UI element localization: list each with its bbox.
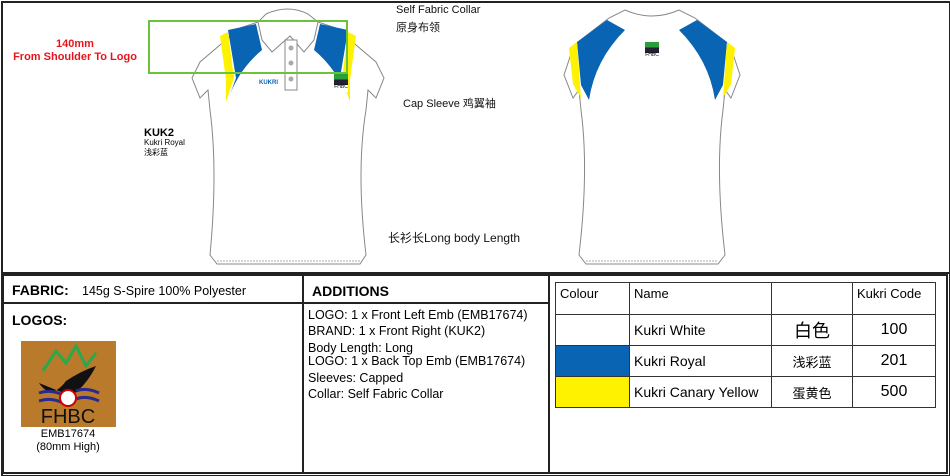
colour-name: Kukri Canary Yellow bbox=[629, 376, 772, 408]
body-length-label: 长衫长Long body Length bbox=[388, 231, 521, 245]
colour-code: 100 bbox=[852, 314, 936, 346]
logo-distance-desc: From Shoulder To Logo bbox=[13, 51, 137, 63]
colour-name: Kukri White bbox=[629, 314, 772, 346]
brand-colour-cn: 浅彩蓝 bbox=[144, 148, 168, 157]
section-divider bbox=[1, 272, 949, 274]
addition-item: Body Length: Long bbox=[308, 341, 413, 355]
colour-swatch-white bbox=[555, 314, 630, 346]
brand-code: KUK2 bbox=[144, 127, 174, 139]
colour-name: Kukri Royal bbox=[629, 345, 772, 377]
brand-colour: Kukri Royal bbox=[144, 138, 185, 147]
colour-name-cn: 白色 bbox=[771, 314, 853, 346]
colours-panel bbox=[548, 274, 948, 474]
header-cn bbox=[771, 282, 853, 315]
header-code: Kukri Code bbox=[852, 282, 936, 315]
logos-panel: LOGOS: FHBC EMB17674 (80mm High) bbox=[2, 302, 304, 474]
colour-swatch-royal bbox=[555, 345, 630, 377]
fhbc-logo: FHBC bbox=[21, 341, 116, 428]
front-logo: FHBC bbox=[334, 74, 348, 92]
fhbc-logo-graphic: FHBC bbox=[38, 342, 100, 428]
header-colour: Colour bbox=[555, 282, 630, 315]
collar-label: Self Fabric Collar bbox=[396, 4, 481, 16]
front-brand-mark: KUKRI bbox=[259, 80, 278, 86]
back-shirt-drawing bbox=[563, 9, 741, 265]
sleeve-label: Cap Sleeve 鸡翼袖 bbox=[403, 98, 496, 110]
addition-item: LOGO: 1 x Front Left Emb (EMB17674) bbox=[308, 308, 528, 322]
logos-label: LOGOS: bbox=[12, 312, 68, 328]
colour-code: 201 bbox=[852, 345, 936, 377]
back-logo: FHBC bbox=[645, 42, 659, 60]
logo-measurement-guide bbox=[148, 20, 348, 74]
addition-item: Collar: Self Fabric Collar bbox=[308, 387, 444, 401]
fabric-row: FABRIC: 145g S-Spire 100% Polyester bbox=[2, 274, 304, 304]
colour-name-cn: 蛋黄色 bbox=[771, 376, 853, 408]
logo-distance-note: 140mm From Shoulder To Logo bbox=[4, 38, 146, 64]
addition-item: Sleeves: Capped bbox=[308, 371, 404, 385]
colour-row: Kukri Canary Yellow 蛋黄色 500 bbox=[555, 376, 936, 408]
additions-header: ADDITIONS bbox=[302, 274, 550, 304]
logo-code: EMB17674 bbox=[40, 428, 96, 440]
logo-size: (80mm High) bbox=[36, 441, 100, 453]
colour-table-header: Colour Name Kukri Code bbox=[555, 282, 936, 315]
logo-distance-value: 140mm bbox=[56, 38, 94, 50]
colour-swatch-yellow bbox=[555, 376, 630, 408]
fhbc-logo-text: FHBC bbox=[41, 406, 95, 427]
addition-item: BRAND: 1 x Front Right (KUK2) bbox=[308, 324, 486, 338]
colour-table: Colour Name Kukri Code Kukri White 白色 10… bbox=[555, 282, 936, 408]
fabric-label: FABRIC: bbox=[12, 282, 69, 298]
colour-row: Kukri Royal 浅彩蓝 201 bbox=[555, 345, 936, 377]
additions-list: LOGO: 1 x Front Left Emb (EMB17674) BRAN… bbox=[302, 302, 550, 474]
fabric-value: 145g S-Spire 100% Polyester bbox=[82, 284, 246, 298]
additions-title: ADDITIONS bbox=[312, 283, 389, 299]
colour-name-cn: 浅彩蓝 bbox=[771, 345, 853, 377]
collar-label-cn: 原身布领 bbox=[396, 22, 440, 34]
colour-code: 500 bbox=[852, 376, 936, 408]
colour-row: Kukri White 白色 100 bbox=[555, 314, 936, 346]
header-name: Name bbox=[629, 282, 772, 315]
addition-item: LOGO: 1 x Back Top Emb (EMB17674) bbox=[308, 354, 526, 368]
